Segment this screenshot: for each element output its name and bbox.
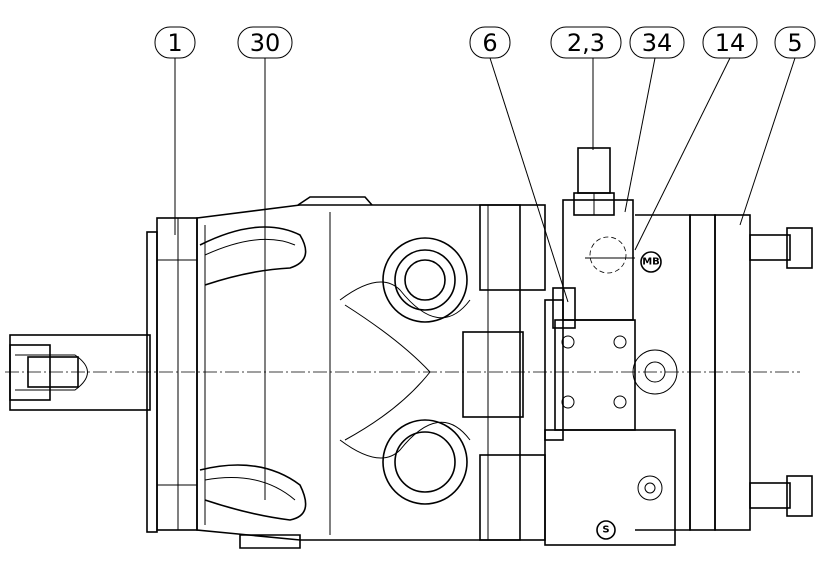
svg-text:1: 1 — [167, 29, 182, 57]
callout-1: 1 — [154, 26, 196, 59]
port-mb-plug: MB — [585, 236, 662, 274]
port-s-label: S — [602, 525, 609, 536]
pressure-port-upper — [382, 237, 468, 323]
port-s-marker: S — [596, 520, 616, 540]
svg-text:6: 6 — [482, 29, 497, 57]
callout-30: 30 — [237, 26, 293, 59]
mounting-flange — [146, 217, 198, 533]
port-mb-label: MB — [642, 257, 660, 268]
svg-text:34: 34 — [642, 29, 673, 57]
adjustment-screw — [573, 147, 615, 216]
callout-6: 6 — [469, 26, 511, 59]
control-valve — [544, 199, 678, 546]
pressure-port-lower — [382, 419, 468, 505]
svg-text:2,3: 2,3 — [567, 29, 605, 57]
leader-lines — [174, 57, 796, 500]
callout-5: 5 — [774, 26, 816, 59]
control-block-body — [462, 204, 546, 541]
end-cover — [635, 214, 813, 531]
callout-14: 14 — [702, 26, 758, 59]
svg-text:30: 30 — [250, 29, 281, 57]
svg-text:5: 5 — [787, 29, 802, 57]
svg-text:14: 14 — [715, 29, 746, 57]
callout-2-3: 2,3 — [550, 26, 622, 59]
drive-shaft — [9, 334, 151, 411]
pump-housing — [196, 196, 521, 549]
callout-34: 34 — [629, 26, 685, 59]
